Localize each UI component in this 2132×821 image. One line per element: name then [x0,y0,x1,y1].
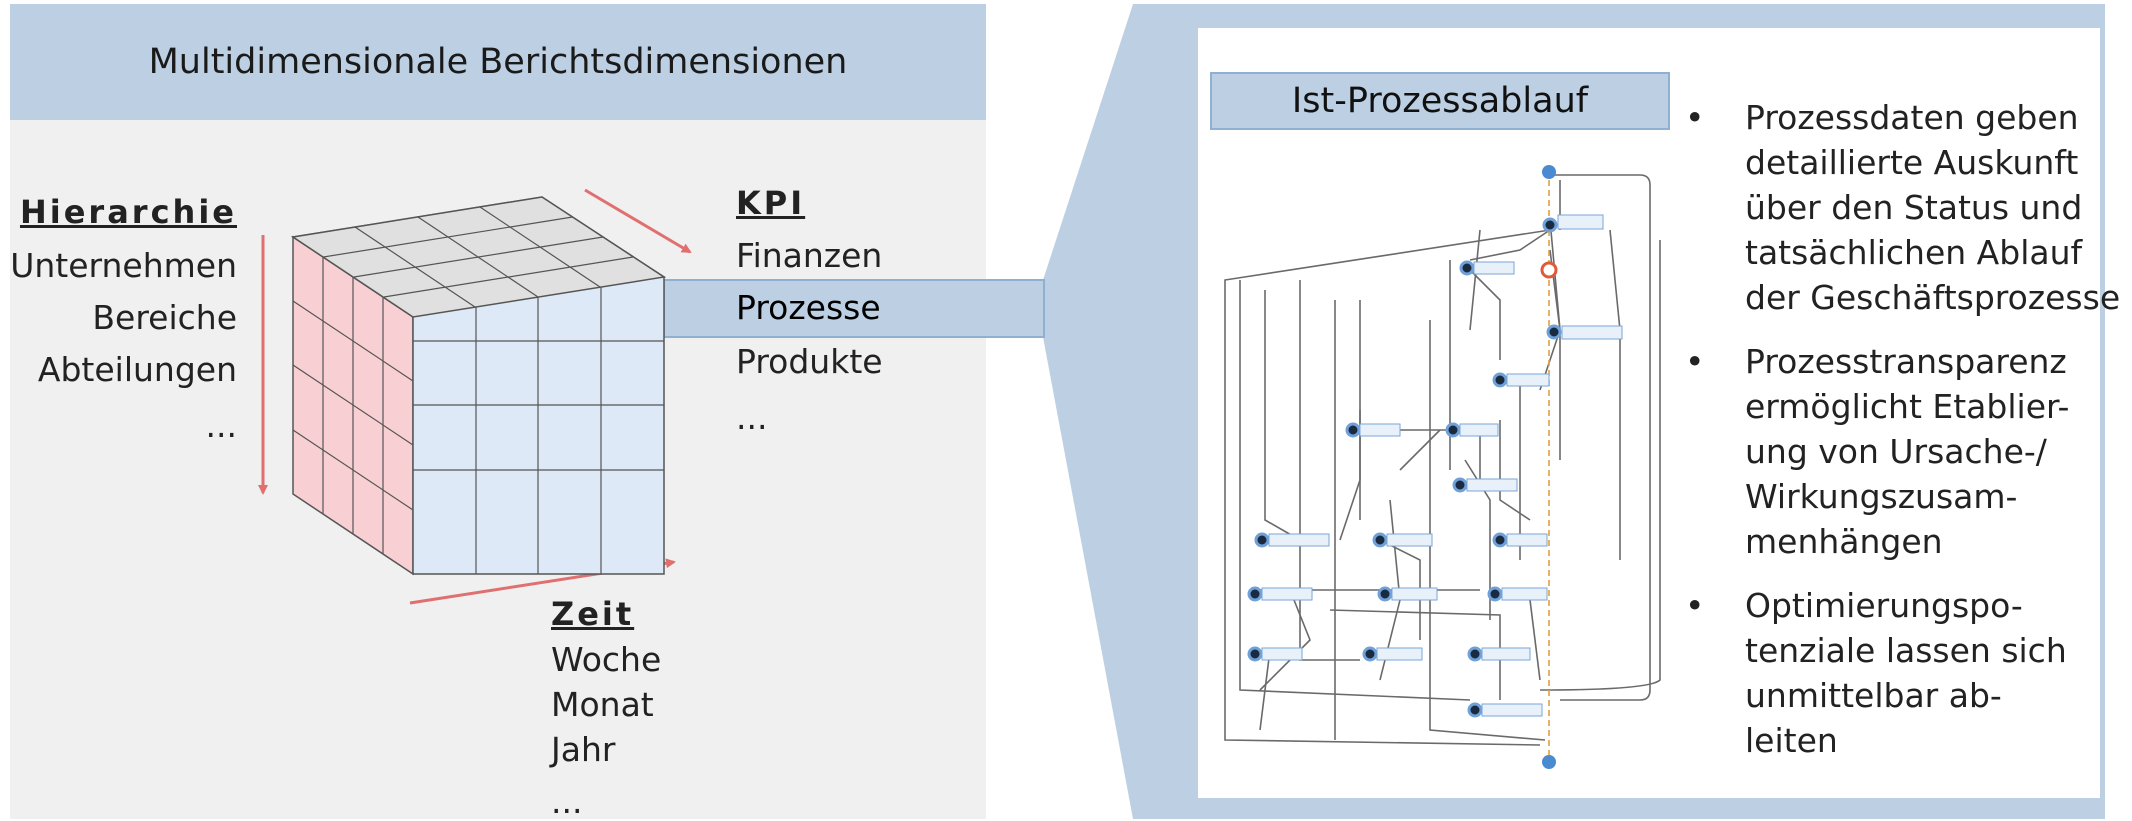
kpi-item-highlighted: Prozesse [736,288,881,327]
process-flow-diagram [1224,174,1661,755]
time-header: Zeit [551,595,635,633]
hierarchy-item: Unternehmen [10,246,237,285]
time-item: Jahr [551,730,616,769]
kpi-arrow [584,188,692,254]
kpi-header: KPI [736,184,806,222]
right-panel-inner [1198,28,2100,798]
kpi-item: Produkte [736,342,883,381]
hierarchy-item: Abteilungen [37,350,237,389]
zoom-connector [1043,4,1173,819]
kpi-highlight-band [663,279,1045,338]
kpi-item: ... [736,398,768,437]
bullet-dot: • [1685,586,1705,625]
time-item: Woche [551,640,662,679]
hierarchy-header: Hierarchie [19,193,237,231]
hierarchy-item: Bereiche [92,298,237,337]
hierarchy-item: ... [205,406,237,445]
bullet-dot: • [1685,98,1705,137]
process-title: Ist-Prozessablauf [1210,72,1670,130]
kpi-item: Finanzen [736,236,883,275]
left-panel-title: Multidimensionale Berichtsdimensionen [10,4,986,120]
process-flow-nodes [1247,165,1623,769]
data-cube [290,196,667,576]
time-item: ... [551,782,583,821]
bullet-text: Prozesstransparenz ermöglicht Etablier- … [1745,342,2070,561]
time-item: Monat [551,685,654,724]
bullet-text: Prozessdaten geben detaillierte Auskunft… [1745,98,2121,317]
bullet-text: Optimierungspo- tenziale lassen sich unm… [1745,586,2067,760]
bullet-dot: • [1685,342,1705,381]
